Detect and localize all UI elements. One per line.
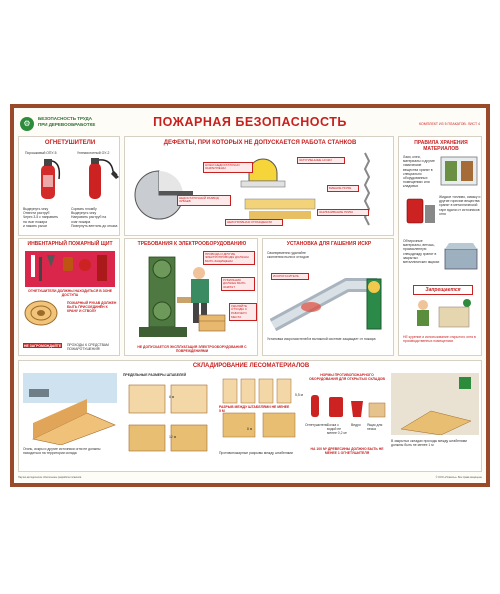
page-title: ПОЖАРНАЯ БЕЗОПАСНОСТЬ [153,115,347,129]
powder-steps: Выдернуть чеку Отвести раструб Через 3-5… [23,207,69,228]
lumber-storage-panel: СКЛАДИРОВАНИЕ ЛЕСОМАТЕРИАЛОВ Огонь, искр… [18,360,482,472]
lumber-crate-icon [198,314,226,332]
extinguisher-norm: НА 100 М³ ДРЕВЕСИНЫ ДОЛЖНО БЫТЬ НЕ МЕНЕЕ… [310,447,384,456]
electrical-bottom-note: НЕ ДОПУСКАЕТСЯ ЭКСПЛУАТАЦИЯ ЭЛЕКТРООБОРУ… [137,345,247,354]
chemicals-cabinet-icon [440,156,478,186]
powder-step: на очаг пожара [23,219,47,224]
band-saw-machine-icon [139,256,201,337]
worker-icon [191,267,209,323]
extinguisher-caption: ОГНЕТУШИТЕЛИ ДОЛЖНЫ НАХОДИТЬСЯ В ЗОНЕ ДО… [27,289,113,298]
duct-system-icon [269,278,382,332]
co2-step: Направить раструб на [71,215,107,220]
equipment-label: Бочка с водой не менее 0,2 м³ [327,423,347,436]
warning-tail: ПРОХОДЫ К СРЕДСТВАМ ПОЖАРОТУШЕНИЯ! [67,343,109,352]
powder-extinguisher-label: Порошковый ОПУ-5 [25,151,57,155]
spark-arrester-panel: УСТАНОВКА ДЛЯ ГАШЕНИЯ ИСКР Своевременно … [262,238,394,356]
lumber-title: СКЛАДИРОВАНИЕ ЛЕСОМАТЕРИАЛОВ [192,363,310,369]
co2-extinguisher-icon [89,158,119,199]
worker-smoking-icon [417,299,471,328]
defects-title: ДЕФЕКТЫ, ПРИ КОТОРЫХ НЕ ДОПУСКАЕТСЯ РАБО… [163,140,357,146]
defect-label: БИЕНИЕ ПИЛЫ [327,185,359,192]
kit-label: КОМПЛЕКТ ИЗ 5 ПЛАКАТОВ. ЛИСТ 4 [419,122,480,126]
lumber-yard-icon [23,373,117,445]
powder-extinguisher-icon [41,159,61,199]
gap-note: РАЗРЫВ МЕЖДУ ШТАБЕЛЯМИ НЕ МЕНЕЕ 5 М [219,405,290,414]
dimension-label: 12 м [169,435,177,439]
powder-step: Выдернуть чеку [23,207,49,211]
fire-shield-panel: ИНВЕНТАРНЫЙ ПОЖАРНЫЙ ЩИТ ОГНЕТУШИТЕЛИ ДО… [18,238,120,356]
defects-panel: ДЕФЕКТЫ, ПРИ КОТОРЫХ НЕ ДОПУСКАЕТСЯ РАБО… [124,136,394,236]
spark-arrester-title: УСТАНОВКА ДЛЯ ГАШЕНИЯ ИСКР [286,241,372,247]
norms-title: НОРМЫ ПРОТИВОПОЖАРНОГО ОБОРУДОВАНИЯ ДЛЯ … [308,373,385,382]
electrical-note-wires: ПРОВОДА И ДРУГИЕ ЭЛЕКТРОПРОВОДЫ ДОЛЖНЫ Б… [203,251,255,266]
prohibition-banner: Запрещается [413,285,473,295]
co2-step: Сорвать пломбу [71,207,97,211]
closed-warehouse-icon [391,373,479,435]
defect-label: НЕИСПРАВНАЯ ОГРАЖДЕНИЯ [225,219,283,226]
electrical-panel: ТРЕБОВАНИЯ К ЭЛЕКТРООБОРУДОВАНИЮ ПРОВОДА… [124,238,258,356]
fuel-barrel-icon [406,198,435,224]
powder-step: и нажать рычаг [23,223,48,228]
powder-step: Отвести раструб [23,211,50,216]
logo-line1: БЕЗОПАСНОСТЬ ТРУДА [38,116,92,121]
powder-step: Через 3-5 с направить [23,215,59,220]
spark-arrester-label: ИСКРОГАСИТЕЛЬ [271,273,309,280]
dimension-label: 5,5 м [295,393,303,397]
planer-block-icon [244,198,316,219]
equipment-label: Огнетушитель [305,423,328,427]
logo-icon: ⚙ [20,117,34,131]
spark-text-2: Установка искрогасителей в вытяжной сист… [267,337,376,341]
defect-label: ЗАТУПЛЕННЫЕ НОЖИ [297,157,345,164]
extinguishers-panel: ОГНЕТУШИТЕЛИ Порошковый ОПУ-5 Углекислот… [18,136,120,236]
spark-text-1: Своевременно удаляйте скопления пыли и о… [267,251,309,260]
gap-caption: Противопожарные разрывы между штабелями [219,451,293,455]
defect-label: НЕДОСТАТОЧНЫЙ РАЗВОД ЗУБЬЕВ [177,195,231,206]
co2-step: Повернуть вентиль до отказа [71,223,118,228]
circular-saw-icon [134,170,193,220]
metal-bin-icon [444,243,478,270]
storage-rules-panel: ПРАВИЛА ХРАНЕНИЯ МАТЕРИАЛОВ Лаки, клеи, … [398,136,482,356]
fire-hose-icon [24,300,58,326]
fire-shield-icon [25,251,115,287]
electrical-note-waste: УДАЛЯЙТЕ ОТХОДЫ С РАБОЧЕГО МЕСТА [229,303,257,322]
electrical-title: ТРЕБОВАНИЯ К ЭЛЕКТРООБОРУДОВАНИЮ [137,241,247,247]
co2-step: очаг пожара [71,219,91,224]
equipment-label: Ведро [351,423,361,427]
storage-rule-1: Лаки, клеи, материалы и другие химически… [403,155,435,189]
fire-equipment-icons [311,395,386,418]
poster-header: ⚙ БЕЗОПАСНОСТЬ ТРУДА ПРИ ДЕРЕВООБРАБОТКЕ… [10,104,490,132]
logo-text: БЕЗОПАСНОСТЬ ТРУДА ПРИ ДЕРЕВООБРАБОТКЕ [38,116,118,128]
lumber-caption-left: Огонь, искры и другие источники огня не … [23,447,101,456]
extinguishers-title: ОГНЕТУШИТЕЛИ [44,140,96,146]
dimension-label: 6 м [169,395,175,399]
storage-rule-2: Жидкое топливо, смазку и другие горючие … [439,195,481,216]
footer-right: © ООО «Плакаты». Все права защищены [435,476,482,479]
equipment-label: Ящик для песка [367,423,383,432]
co2-steps: Сорвать пломбу Выдернуть чеку Направить … [71,207,119,228]
extinguisher-icons [41,158,119,199]
lumber-caption-right: В закрытых складах проходы между штабеля… [391,439,467,448]
defect-label: НОЖИ НЕДОСТАТОЧНО ЗАКРЕПЛЕНЫ [203,162,253,173]
stack-diagram-icon [128,384,208,452]
co2-step: Выдернуть чеку [71,211,97,216]
hose-caption: ПОЖАРНЫЙ РУКАВ ДОЛЖЕН БЫТЬ ПРИСОЕДИНЁН К… [67,301,117,314]
warning-badge: НЕ ЗАГРОМОЖДАЙТЕ [23,343,63,348]
poster: ⚙ БЕЗОПАСНОСТЬ ТРУДА ПРИ ДЕРЕВООБРАБОТКЕ… [10,104,490,487]
logo-line2: ПРИ ДЕРЕВООБРАБОТКЕ [38,122,96,127]
smoking-warning: НЕ курение и использование открытого огн… [403,335,476,344]
storage-rule-3: Обтирочные материалы, ветошь, промасленн… [403,239,440,265]
fire-shield-title: ИНВЕНТАРНЫЙ ПОЖАРНЫЙ ЩИТ [27,241,113,247]
co2-extinguisher-label: Углекислотный ОУ-2 [77,151,110,155]
dimension-label: 8 м [247,427,253,431]
stack-3d-icon [222,378,296,438]
storage-rules-title: ПРАВИЛА ХРАНЕНИЯ МАТЕРИАЛОВ [414,140,468,152]
defect-label: ЗАКЛИНИВАНИЕ ПИЛЫ [317,209,369,216]
footer-left: Научно-методическое обеспечение разработ… [18,476,82,479]
electrical-note-switch: РУБИЛЬНИК ДОЛЖЕН БЫТЬ ЗАКРЫТ [221,277,255,292]
limits-title: ПРЕДЕЛЬНЫЕ РАЗМЕРЫ ШТАБЕЛЕЙ [123,373,187,377]
